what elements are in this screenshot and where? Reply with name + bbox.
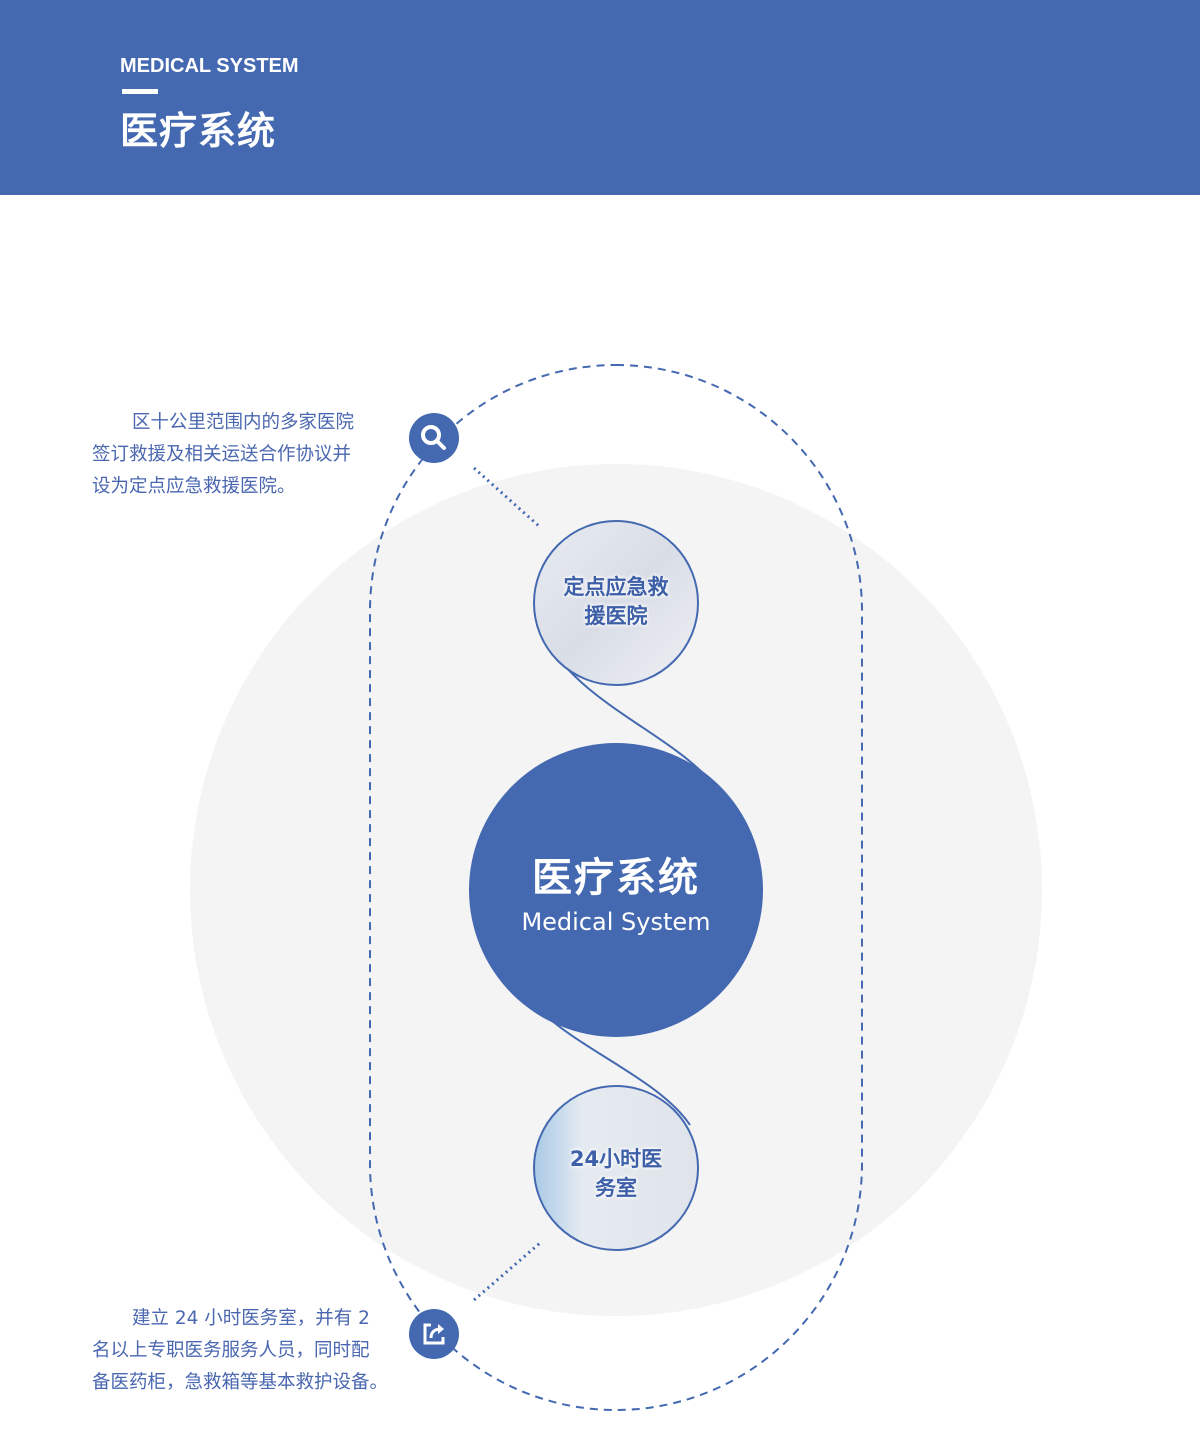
header-subtitle: MEDICAL SYSTEM (120, 55, 299, 77)
node-label-line: 务室 (595, 1176, 637, 1200)
description-line: 建立 24 小时医务室，并有 2 (132, 1308, 370, 1329)
description-line: 名以上专职医务服务人员，同时配 (92, 1340, 370, 1361)
page-title: 医疗系统 (120, 109, 277, 153)
clinic-photo-node (533, 1085, 699, 1251)
center-label: 医疗系统 Medical System (469, 850, 763, 938)
header-divider (122, 89, 158, 94)
node-label-hospital: 定点应急救 援医院 (534, 573, 698, 631)
header-banner: MEDICAL SYSTEM 医疗系统 (0, 0, 1200, 195)
node-label-line: 定点应急救 (563, 575, 669, 599)
share-icon (409, 1309, 459, 1359)
node-label-line: 24小时医 (569, 1147, 663, 1171)
description-clinic: 建立 24 小时医务室，并有 2 名以上专职医务服务人员，同时配 备医药柜，急救… (92, 1303, 392, 1399)
description-line: 备医药柜，急救箱等基本救护设备。 (92, 1372, 389, 1393)
description-line: 区十公里范围内的多家医院 (132, 412, 355, 433)
dashed-capsule (369, 364, 863, 1411)
description-line: 签订救援及相关运送合作协议并 (92, 444, 352, 465)
node-label-clinic: 24小时医 务室 (534, 1145, 698, 1203)
node-label-line: 援医院 (584, 604, 648, 628)
dotted-connector-bottom (473, 1241, 541, 1302)
center-circle (469, 743, 763, 1037)
search-icon (409, 413, 459, 463)
center-title-zh: 医疗系统 (532, 855, 700, 901)
description-line: 设为定点应急救援医院。 (92, 476, 296, 497)
hospital-photo-node (533, 520, 699, 686)
center-title-en: Medical System (521, 908, 711, 936)
dotted-connector-top (473, 466, 541, 529)
description-hospitals: 区十公里范围内的多家医院 签订救援及相关运送合作协议并 设为定点应急救援医院。 (92, 407, 392, 503)
